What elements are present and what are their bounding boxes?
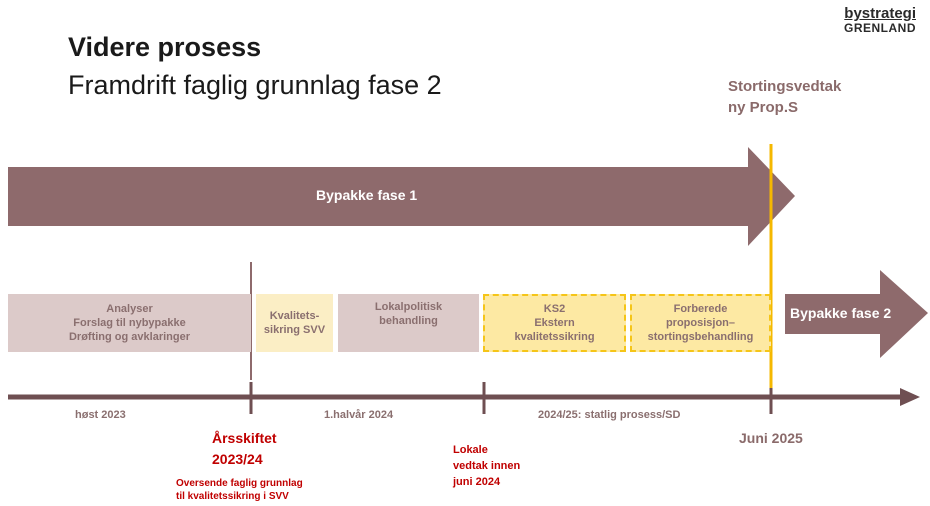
logo: bystrategi GRENLAND	[844, 6, 916, 34]
stortingsvedtak-line1: Stortingsvedtak	[728, 78, 842, 95]
milestone-aarsskiftet: Årsskiftet 2023/24	[212, 430, 277, 467]
milestone-lokale-vedtak: Lokale vedtak innen juni 2024	[453, 444, 521, 488]
bypakke-fase2-label: Bypakke fase 2	[790, 305, 892, 321]
bypakke-fase2-arrow	[785, 270, 928, 358]
logo-line1: bystrategi	[844, 5, 916, 22]
box-ks2: KS2 Ekstern kvalitetssikring	[483, 294, 626, 352]
box-kvalitetssikring-svv: Kvalitets- sikring SVV	[256, 294, 333, 352]
page-subtitle: Framdrift faglig grunnlag fase 2	[68, 70, 442, 100]
period-statlig-prosess: 2024/25: statlig prosess/SD	[538, 409, 681, 421]
period-1-halvaar-2024: 1.halvår 2024	[324, 409, 394, 421]
period-host-2023: høst 2023	[75, 409, 126, 421]
box-lokalpolitisk: Lokalpolitisk behandling	[338, 294, 479, 352]
box-analyser: Analyser Forslag til nybypakke Drøfting …	[8, 294, 251, 352]
stortingsvedtak-label: Stortingsvedtak ny Prop.S	[728, 76, 841, 118]
bypakke-fase1-label: Bypakke fase 1	[316, 187, 418, 203]
page-title: Videre prosess	[68, 32, 262, 62]
timeline-arrowhead	[900, 388, 920, 406]
milestone-juni-2025: Juni 2025	[739, 430, 803, 446]
bypakke-fase1-arrow	[8, 147, 795, 246]
logo-line2: GRENLAND	[844, 20, 916, 35]
milestone-aarsskiftet-note: Oversende faglig grunnlag til kvalitetss…	[176, 478, 303, 502]
stortingsvedtak-line2: ny Prop.S	[728, 99, 799, 116]
box-forberede: Forberede proposisjon– stortingsbehandli…	[630, 294, 771, 352]
